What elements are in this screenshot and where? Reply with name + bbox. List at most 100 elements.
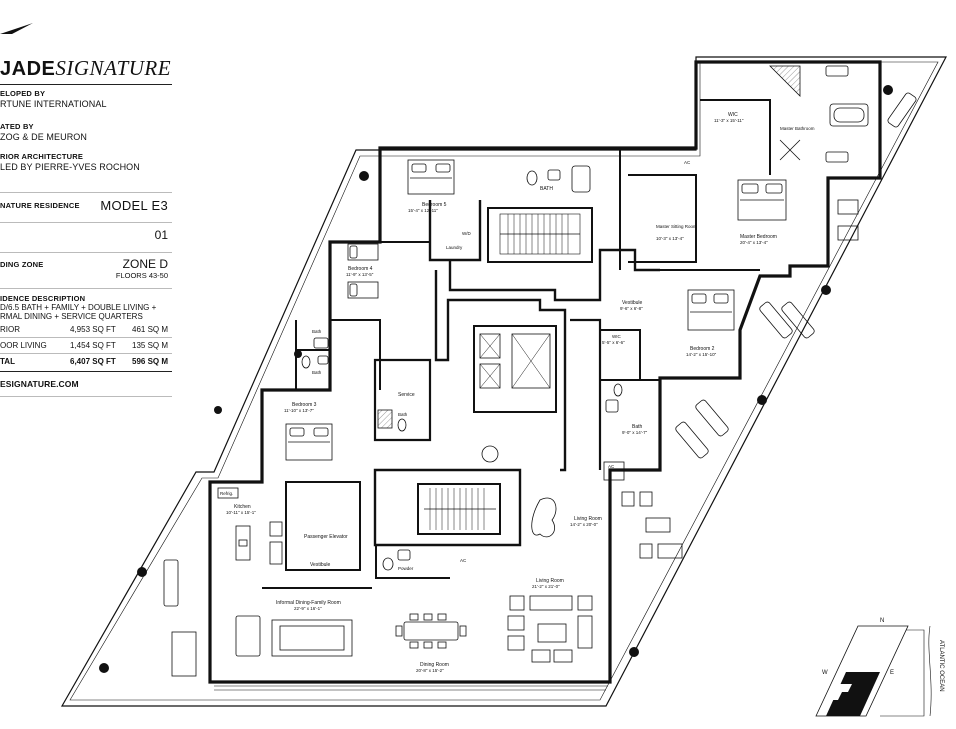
site-key: N W E ATLANTIC OCEAN bbox=[815, 618, 944, 717]
corridor-wall bbox=[428, 200, 660, 302]
room-label: Dining Room bbox=[420, 662, 449, 668]
bed-master bbox=[737, 179, 787, 221]
room-label: W/D bbox=[462, 231, 471, 236]
divider bbox=[0, 222, 172, 223]
interior-value: LED BY PIERRE-YVES ROCHON bbox=[0, 162, 140, 172]
room-dim: 5'-5" x 6'-6" bbox=[602, 340, 625, 345]
bed-bedroom5 bbox=[407, 159, 455, 195]
bed-bedroom3 bbox=[285, 423, 333, 461]
ocean-label: ATLANTIC OCEAN bbox=[938, 640, 944, 692]
description-line-1: D/6.5 BATH + FAMILY + DOUBLE LIVING + bbox=[0, 303, 157, 312]
room-dim: 20'-4" x 13'-4" bbox=[740, 240, 768, 245]
divider bbox=[0, 288, 172, 289]
room-label: Master Sitting Room bbox=[656, 224, 697, 229]
room-label: Service bbox=[398, 392, 415, 398]
room-label: WIC bbox=[612, 334, 621, 339]
terrace-inner-outline bbox=[69, 61, 939, 701]
room-dim: 9'-6" x 6'-8" bbox=[620, 306, 643, 311]
room-label: Living Room bbox=[574, 516, 602, 522]
room-dim: 10'-3" x 13'-4" bbox=[656, 236, 684, 241]
area-sqm: 135 SQ M bbox=[132, 341, 169, 350]
room-dim: 14'-2" x 20'-0" bbox=[570, 522, 598, 527]
info-sidebar: JADESIGNATURE ELOPED BY RTUNE INTERNATIO… bbox=[0, 0, 172, 729]
room-label: Passenger Elevator bbox=[304, 534, 348, 540]
room-label: BATH bbox=[540, 186, 553, 192]
room-label: Master Bedroom bbox=[740, 234, 777, 240]
room-label: Vestibule bbox=[622, 300, 643, 306]
room-label: Vestibule bbox=[310, 562, 331, 568]
plant-icons bbox=[99, 85, 893, 673]
master-bath-fixtures bbox=[769, 65, 869, 163]
developer-heading: ELOPED BY bbox=[0, 89, 46, 98]
room-label: Laundry bbox=[446, 245, 463, 250]
terrace-outline bbox=[60, 56, 947, 707]
window-lines bbox=[214, 685, 608, 691]
room-label: Living Room bbox=[536, 578, 564, 584]
residence-model: MODEL E3 bbox=[100, 198, 168, 213]
creator-value: ZOG & DE MEURON bbox=[0, 132, 88, 142]
area-label: RIOR bbox=[0, 325, 20, 334]
room-dim: 9'-0" x 14'-7" bbox=[622, 430, 648, 435]
room-dim: 11'-10" x 13'-7" bbox=[284, 408, 314, 413]
family-furniture bbox=[163, 559, 353, 677]
room-label: Bath bbox=[312, 329, 322, 334]
residence-number: 01 bbox=[154, 228, 168, 242]
room-dim: 22'-9" x 16'-1" bbox=[294, 606, 322, 611]
website-section: ESIGNATURE.COM bbox=[0, 378, 172, 390]
area-row-outdoor: OOR LIVING 1,454 SQ FT 135 SQ M bbox=[0, 340, 172, 352]
corridor-wall bbox=[373, 358, 432, 442]
living-furniture bbox=[507, 497, 593, 663]
developer-section: ELOPED BY RTUNE INTERNATIONAL bbox=[0, 89, 172, 110]
room-label: WIC bbox=[728, 112, 738, 118]
elevator-core bbox=[473, 325, 557, 413]
room-label: Refrig. bbox=[220, 491, 233, 496]
residence-number-row: 01 bbox=[0, 228, 172, 246]
room-label: Bath bbox=[632, 424, 643, 430]
dining-table bbox=[395, 613, 467, 649]
residence-label: NATURE RESIDENCE bbox=[0, 201, 80, 210]
room-dim: 10'-11" x 15'-1" bbox=[226, 510, 256, 515]
corridor-wall bbox=[570, 318, 602, 470]
room-label: AC bbox=[684, 160, 691, 165]
divider bbox=[0, 396, 172, 397]
small-bath-fixtures bbox=[301, 337, 625, 571]
room-label: Master Bathroom bbox=[780, 126, 815, 131]
zone-value: ZONE D bbox=[122, 257, 168, 271]
area-row-interior: RIOR 4,953 SQ FT 461 SQ M bbox=[0, 324, 172, 336]
compass-north: N bbox=[880, 618, 884, 624]
divider bbox=[0, 353, 172, 354]
divider bbox=[0, 371, 172, 372]
divider bbox=[0, 337, 172, 338]
area-label: TAL bbox=[0, 357, 15, 366]
description-line-2: RMAL DINING + SERVICE QUARTERS bbox=[0, 312, 143, 321]
zone-label: DING ZONE bbox=[0, 260, 44, 269]
room-label: Informal Dining-Family Room bbox=[276, 600, 341, 606]
developer-value: RTUNE INTERNATIONAL bbox=[0, 99, 107, 109]
room-label: Powder bbox=[398, 566, 414, 571]
room-dim: 11'-3" x 15'-11" bbox=[714, 118, 744, 123]
stair-bottom bbox=[417, 483, 501, 535]
corridor-wall bbox=[373, 468, 522, 547]
bed-bedroom2 bbox=[687, 289, 735, 331]
terrace-furniture bbox=[621, 92, 917, 559]
area-sqm: 461 SQ M bbox=[132, 325, 169, 334]
website-link[interactable]: ESIGNATURE.COM bbox=[0, 379, 79, 389]
partition-walls bbox=[209, 99, 771, 682]
floor-plan: Bedroom 5 15'-4" x 12'-11" BATH Laundry … bbox=[60, 56, 947, 717]
area-label: OOR LIVING bbox=[0, 341, 47, 350]
interior-section: RIOR ARCHITECTURE LED BY PIERRE-YVES ROC… bbox=[0, 152, 172, 173]
room-dim: 20'-8" x 15'-2" bbox=[416, 668, 444, 673]
stair-top bbox=[487, 207, 593, 263]
area-sqft: 1,454 SQ FT bbox=[70, 341, 116, 350]
kitchen-fixtures bbox=[217, 487, 283, 565]
creator-section: ATED BY ZOG & DE MEURON bbox=[0, 122, 172, 143]
compass-east: E bbox=[890, 670, 894, 676]
brand-title-bold: JADE bbox=[0, 58, 56, 80]
room-labels: Bedroom 5 15'-4" x 12'-11" BATH Laundry … bbox=[220, 112, 815, 673]
brand-title-italic: SIGNATURE bbox=[55, 56, 172, 80]
room-label: Bedroom 4 bbox=[348, 266, 373, 272]
divider bbox=[0, 84, 172, 85]
room-label: AC bbox=[608, 464, 615, 469]
area-sqft: 4,953 SQ FT bbox=[70, 325, 116, 334]
divider bbox=[0, 252, 172, 253]
